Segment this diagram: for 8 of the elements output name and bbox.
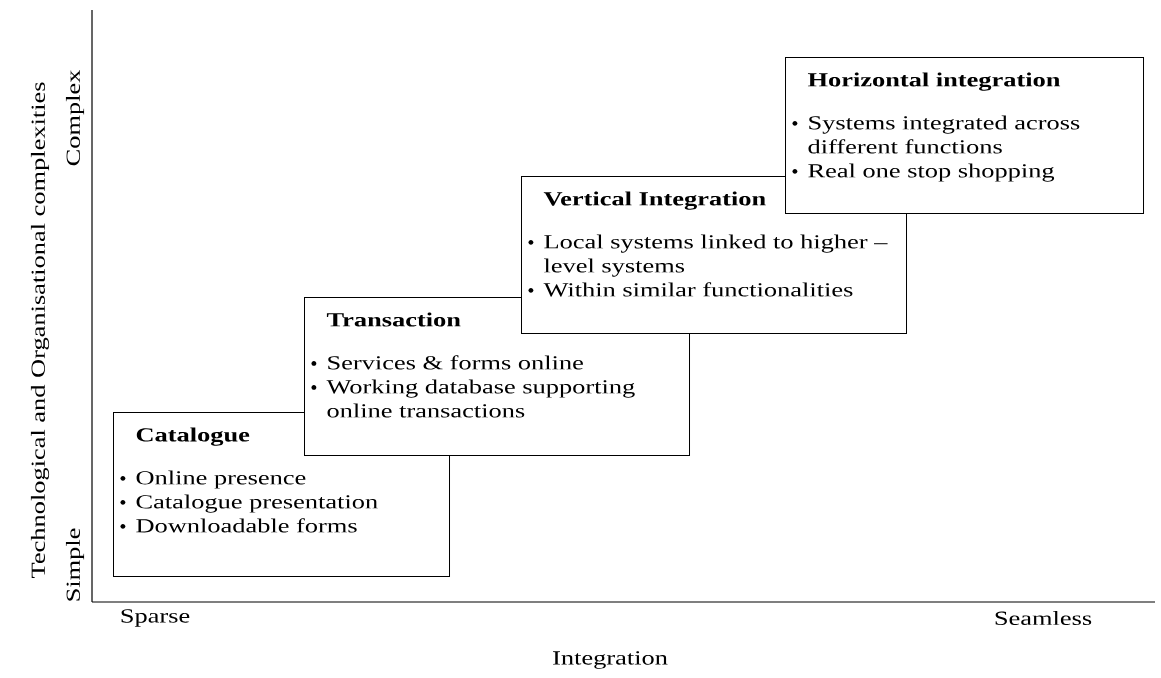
stage-box: Horizontal integration Systems integrated across different functions Real one stop shopping [785,57,1144,214]
axis-title: Integration [553,651,668,669]
axis-tick-label: Sparse [121,609,190,627]
axis-title: Technological and Organisational complexities [30,82,50,578]
stage-box: Transaction Services & forms online Working database supporting online transactions [304,297,690,456]
axis-tick-label: Complex [65,69,85,166]
axis-tick-label: Seamless [995,610,1092,626]
axis-tick-label: Simple [65,528,85,601]
